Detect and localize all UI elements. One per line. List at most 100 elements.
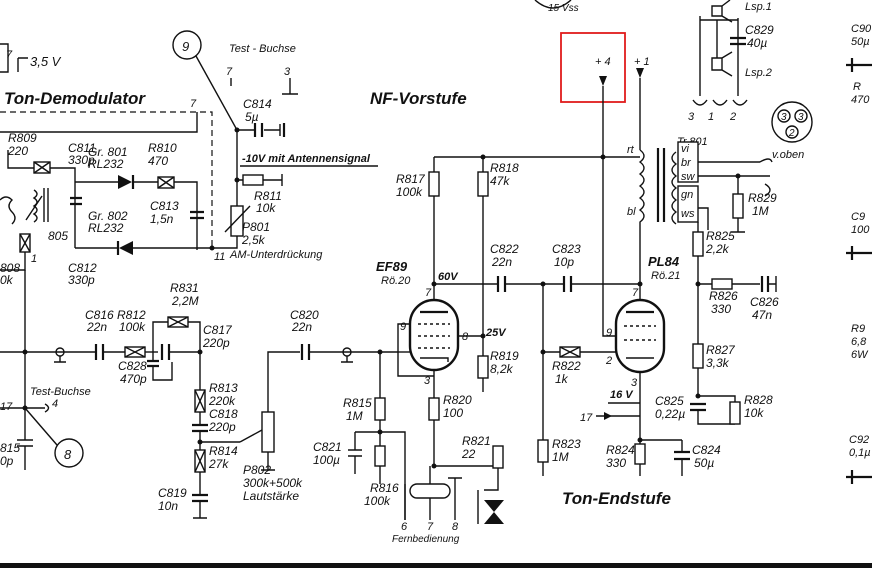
resistor-r825 (692, 231, 704, 257)
pin-sp-1: 1 (708, 111, 714, 123)
pin-4-test: 4 (52, 398, 58, 410)
resistor-r829 (732, 193, 744, 219)
capacitor-c815 (17, 408, 33, 470)
label-c818: C818 (209, 407, 238, 421)
label-pl84: PL84 (648, 254, 680, 269)
value-c812: 330p (68, 273, 95, 287)
note-fernbedienung: Fernbedienung (392, 534, 460, 545)
label-l805: 805 (48, 229, 68, 243)
coil-tuning-arrow (25, 195, 43, 221)
wire-left-bottom (0, 352, 26, 409)
value-pl84: Rö.21 (651, 270, 680, 282)
label-c812: C812 (68, 261, 97, 275)
r831-cross (167, 316, 189, 328)
label-r809: R809 (8, 131, 37, 145)
label-r826: R826 (709, 289, 738, 303)
label-c815: 815 (0, 441, 20, 455)
capacitor-c817 (160, 344, 171, 360)
label-r822: R822 (552, 359, 581, 373)
value-r824: 330 (606, 456, 626, 470)
value-r809: 220 (7, 144, 28, 158)
capacitor-c823 (562, 276, 573, 292)
label-r831: R831 (170, 281, 199, 295)
potentiometer-p801 (230, 205, 244, 237)
pin-sp-3: 3 (688, 111, 695, 123)
label-r813: R813 (209, 381, 238, 395)
value-c820: 22n (291, 320, 312, 334)
resistor-r815 (374, 397, 386, 421)
value-r826: 330 (711, 302, 731, 316)
resistor-r828 (729, 401, 741, 425)
label-r829: R829 (748, 191, 777, 205)
connector-pin-c (785, 125, 799, 139)
resistor-r820 (428, 397, 440, 421)
arrow-pin17 (604, 412, 612, 420)
label-r808: 808 (0, 261, 20, 275)
value-c822: 22n (491, 255, 512, 269)
label-r824: R824 (606, 443, 635, 457)
value-c815: 0p (0, 454, 14, 468)
capacitor-c816 (94, 344, 105, 360)
resistor-r824 (634, 443, 646, 465)
arrow-plus-4 (599, 76, 607, 86)
value-r822: 1k (555, 372, 569, 386)
resistor-r816 (374, 445, 386, 467)
wire-r809-left (7, 150, 34, 169)
potentiometer-p802 (261, 411, 275, 453)
resistor-r823 (537, 439, 549, 463)
coil-core (43, 188, 49, 222)
label-p802: P802 (243, 463, 271, 477)
ef89-cathode (420, 357, 449, 362)
label-r821: R821 (462, 434, 491, 448)
resistor-r827 (692, 343, 704, 369)
tr801-secondary-leads (698, 161, 760, 230)
capacitor-c820 (300, 344, 311, 360)
pin-pl84-9: 9 (606, 327, 612, 339)
demodulator-box (0, 111, 213, 250)
tube-pl84 (614, 298, 666, 374)
value-r815: 1M (346, 409, 363, 423)
diode-gr802 (119, 241, 133, 255)
pin-ef89-7: 7 (425, 287, 432, 299)
label-r816: R816 (370, 481, 399, 495)
speaker-leads (699, 16, 739, 96)
pin-pl84-2: 2 (605, 355, 612, 367)
value-gr801: RL232 (88, 157, 124, 171)
label-c821: C821 (313, 440, 342, 454)
ref-8-line (24, 407, 58, 446)
connector-pin-a (777, 109, 791, 123)
value-c828: 470p (120, 372, 147, 386)
label-lsp2: Lsp.2 (745, 67, 772, 79)
wire-demod-top (0, 112, 198, 133)
ref-9-line (195, 55, 238, 131)
top-circle-fragment (534, 0, 572, 9)
label-r817: R817 (396, 172, 426, 186)
label-r811: R811 (254, 189, 282, 203)
capacitor-c819 (192, 493, 208, 503)
wire-r828 (698, 395, 736, 402)
pin-17-left: 17 (0, 401, 13, 413)
note-sw: sw (681, 171, 696, 183)
label-c822: C822 (490, 242, 519, 256)
label-c823: C823 (552, 242, 581, 256)
speaker-lsp1 (711, 0, 733, 23)
wire-ef89-g3 (397, 323, 434, 377)
pin-3-test: 3 (284, 66, 291, 78)
speaker-sockets (692, 99, 748, 106)
wire-c814 (237, 124, 281, 136)
label-r827: R827 (706, 343, 736, 357)
bottom-border (0, 563, 872, 568)
r814-cross (194, 449, 206, 473)
wire-ef89-anode (433, 268, 498, 300)
note-rt: rt (627, 144, 635, 156)
label-r9-right: R9 (851, 323, 865, 335)
note-br: br (681, 157, 692, 169)
label-ef89: EF89 (376, 259, 408, 274)
pin-plus-4: + 4 (595, 56, 611, 68)
value-r828: 10k (744, 406, 764, 420)
value-r827: 3,3k (706, 356, 730, 370)
connector-socket (771, 101, 813, 143)
pin-7-test: 7 (226, 66, 233, 78)
arrow-plus-1 (636, 68, 644, 78)
value-r808: 0k (0, 273, 14, 287)
